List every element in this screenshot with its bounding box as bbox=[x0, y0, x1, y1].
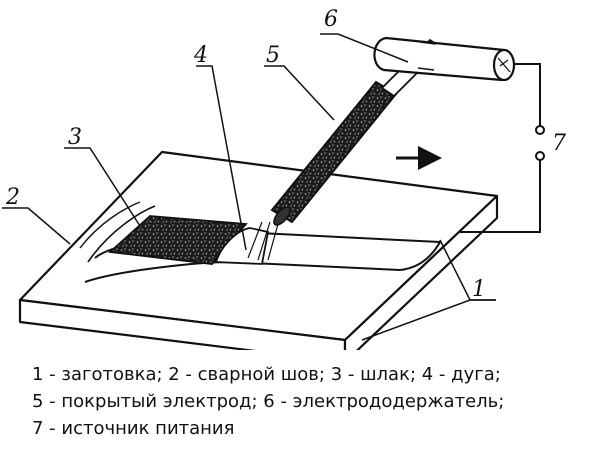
caption-line-3: 7 - источник питания bbox=[32, 418, 235, 439]
plate-front-face bbox=[18, 298, 347, 350]
weld-crater bbox=[214, 227, 270, 265]
label-holder: 6 bbox=[324, 7, 338, 32]
arc bbox=[247, 221, 279, 261]
figure-caption: 1 - заготовка; 2 - сварной шов; 3 - шлак… bbox=[32, 361, 598, 442]
label-power-source: 7 bbox=[552, 131, 566, 156]
label-arc: 4 bbox=[193, 43, 208, 68]
caption-line-2: 5 - покрытый электрод; 6 - электрододерж… bbox=[32, 391, 505, 412]
slag-deposit bbox=[107, 215, 248, 265]
label-slag: 3 bbox=[68, 125, 82, 150]
label-workpiece: 1 bbox=[472, 277, 486, 302]
caption-line-1: 1 - заготовка; 2 - сварной шов; 3 - шлак… bbox=[32, 364, 501, 385]
plate-right-face bbox=[343, 194, 499, 350]
welding-diagram: 1 2 3 4 5 6 7 bbox=[2, 7, 566, 350]
power-source-wiring bbox=[460, 63, 545, 233]
leader-lines bbox=[2, 33, 496, 341]
label-electrode: 5 bbox=[266, 43, 280, 68]
label-weld-seam: 2 bbox=[5, 185, 20, 210]
